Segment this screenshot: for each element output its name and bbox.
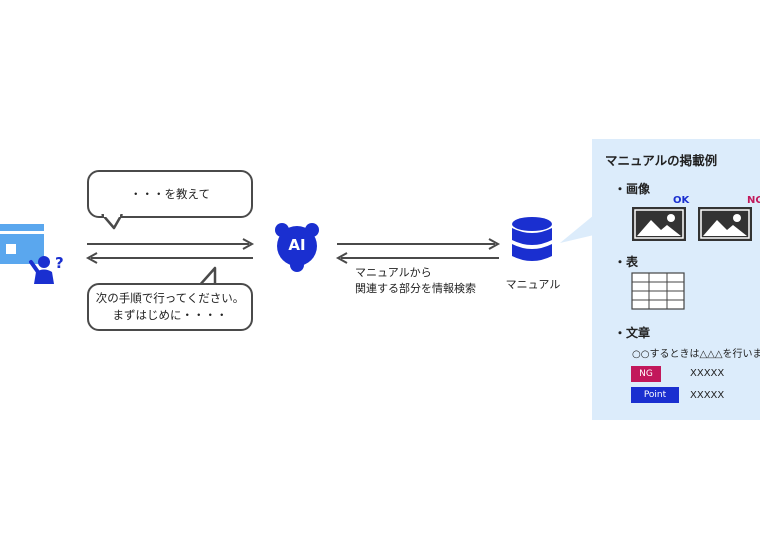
user-question-icon: ? (0, 224, 64, 284)
ai-answer-bubble: 次の手順で行ってください。 まずはじめに・・・・ (87, 283, 253, 331)
user-question-text: ・・・を教えて (130, 187, 210, 201)
search-caption: マニュアルから 関連する部分を情報検索 (355, 265, 476, 297)
example-sentence: ○○するときは△△△を行います (632, 349, 760, 360)
ng-top-label: NG (747, 195, 760, 206)
text-label: ・文章 (614, 326, 651, 340)
ai-answer-line1: 次の手順で行ってください。 (95, 291, 245, 305)
table-label: ・表 (614, 255, 639, 269)
ok-label: OK (673, 195, 690, 206)
ng-example-text: XXXXX (690, 368, 725, 379)
svg-text:?: ? (55, 254, 64, 272)
ok-image-icon (632, 207, 686, 241)
bubble-tail-top (101, 214, 124, 230)
table-icon (631, 272, 685, 310)
ng-tag: NG (631, 366, 661, 382)
ai-icon (275, 223, 319, 272)
panel-pointer (560, 215, 594, 243)
point-tag: Point (631, 387, 679, 403)
image-label: ・画像 (614, 182, 651, 196)
user-ai-arrows (85, 238, 255, 264)
user-question-bubble: ・・・を教えて (87, 170, 253, 218)
ng-image-icon (698, 207, 752, 241)
database-label: マニュアル (505, 278, 561, 291)
ai-db-arrows (335, 238, 501, 264)
database-icon (512, 217, 552, 261)
ai-answer-line2: まずはじめに・・・・ (112, 308, 228, 322)
panel-title: マニュアルの掲載例 (605, 153, 718, 168)
search-caption-line1: マニュアルから (355, 266, 432, 279)
bubble-tail-bottom (198, 266, 217, 286)
ai-label: AI (288, 236, 306, 254)
point-example-text: XXXXX (690, 390, 725, 401)
search-caption-line2: 関連する部分を情報検索 (355, 282, 476, 295)
